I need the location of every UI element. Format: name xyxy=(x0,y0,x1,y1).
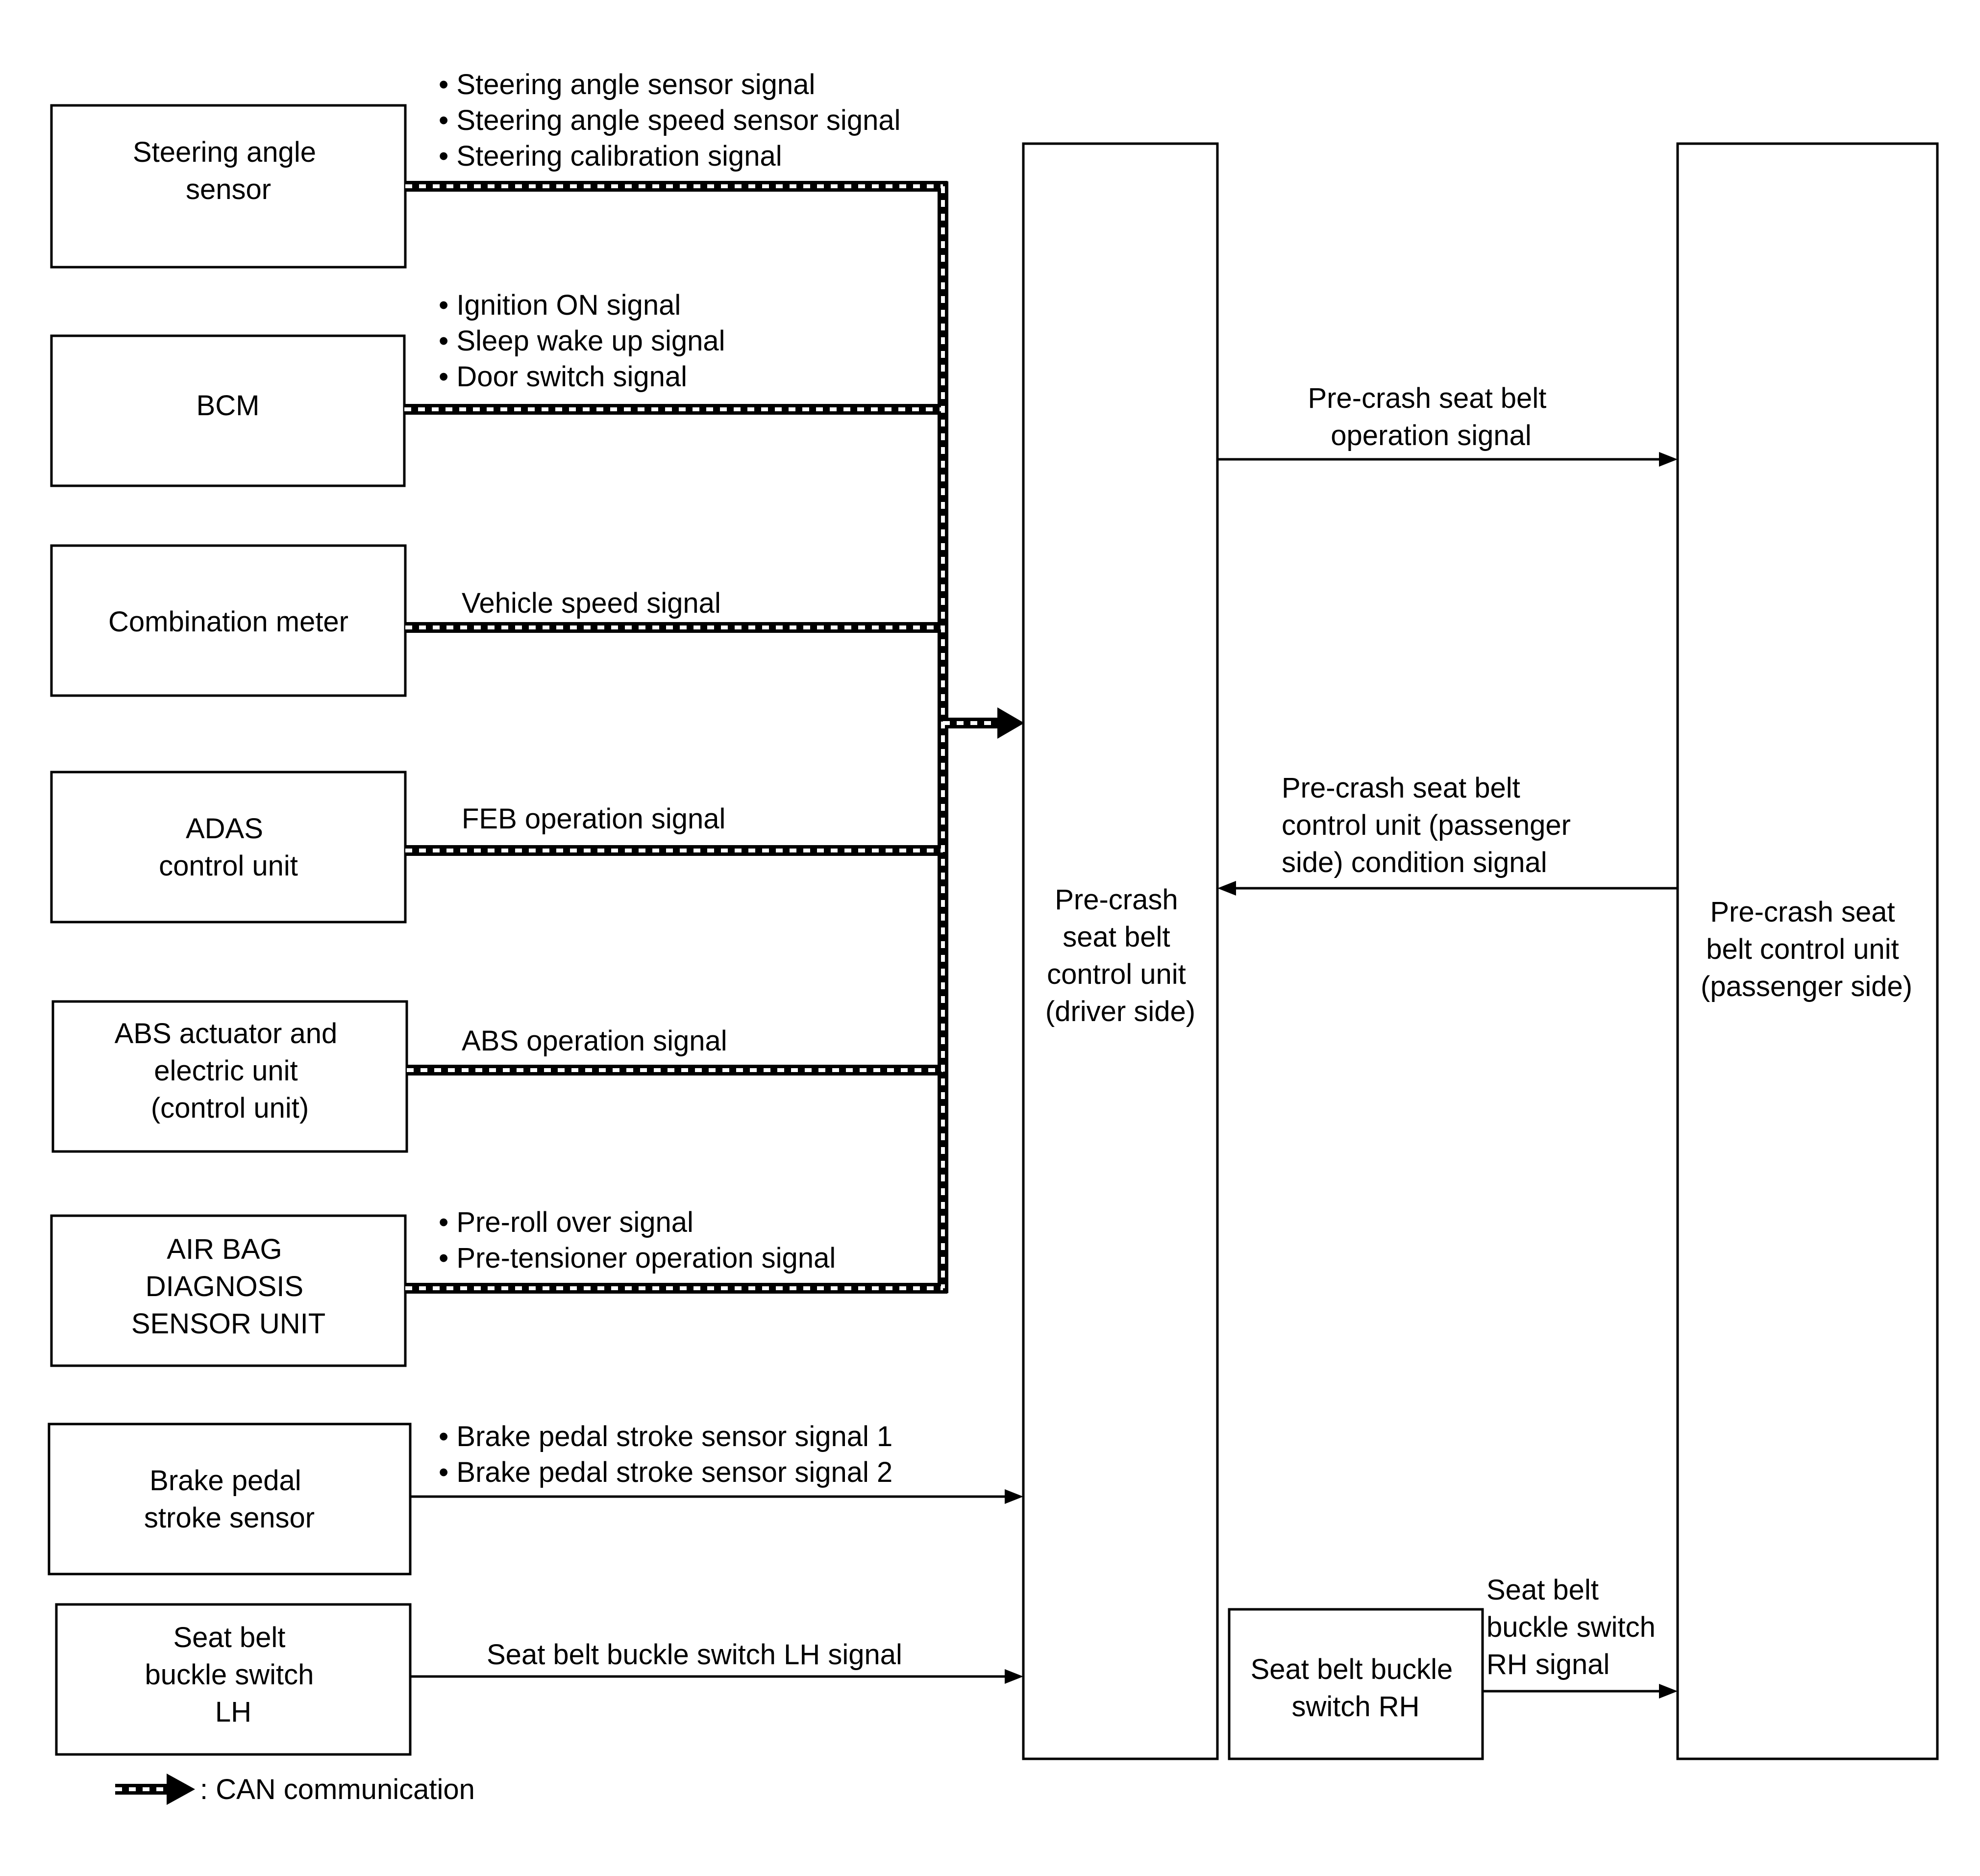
unit-combination-meter: Combination meter xyxy=(50,544,407,697)
unit-seat-belt-buckle-switch-rh: Seat belt buckle switch RH xyxy=(1228,1608,1484,1760)
unit-label: Brake pedal stroke sensor xyxy=(144,1465,315,1534)
unit-abs-actuator: ABS actuator and electric unit (control … xyxy=(51,1000,408,1153)
unit-pre-crash-passenger-side: Pre-crash seat belt control unit (passen… xyxy=(1676,142,1939,1760)
unit-steering-angle-sensor: Steering angle sensor xyxy=(50,104,407,269)
can-arrowhead xyxy=(997,707,1024,739)
unit-label: Pre-crash seat belt control unit (passen… xyxy=(1701,896,1912,1002)
can-bus xyxy=(404,181,1024,1294)
signal-label-vehicle-speed: Vehicle speed signal xyxy=(462,587,721,619)
unit-label: ABS actuator and electric unit (control … xyxy=(115,1018,346,1124)
unit-brake-pedal-stroke-sensor: Brake pedal stroke sensor xyxy=(48,1423,412,1576)
unit-pre-crash-driver-side: Pre-crash seat belt control unit (driver… xyxy=(1022,142,1219,1760)
unit-label: Combination meter xyxy=(108,606,348,638)
unit-air-bag-diagnosis-sensor-unit: AIR BAG DIAGNOSIS SENSOR UNIT xyxy=(50,1214,407,1367)
signal-label-condition: Pre-crash seat belt control unit (passen… xyxy=(1282,772,1579,878)
unit-label: Seat belt buckle switch RH xyxy=(1251,1653,1461,1723)
unit-adas-control-unit: ADAS control unit xyxy=(50,771,407,924)
legend-label: : CAN communication xyxy=(200,1774,475,1805)
signal-label-steering: • Steering angle sensor signal • Steerin… xyxy=(439,69,909,172)
signal-label-operation: Pre-crash seat belt operation signal xyxy=(1308,382,1555,451)
signal-label-bcm: • Ignition ON signal • Sleep wake up sig… xyxy=(439,289,733,393)
signal-label-abs: ABS operation signal xyxy=(462,1025,727,1057)
signal-wires xyxy=(410,452,1678,1699)
unit-label: Steering angle sensor xyxy=(133,136,324,205)
signal-label-airbag: • Pre-roll over signal • Pre-tensioner o… xyxy=(439,1206,836,1274)
signal-label-feb: FEB operation signal xyxy=(462,803,725,835)
unit-bcm: BCM xyxy=(50,334,406,487)
unit-seat-belt-buckle-switch-lh: Seat belt buckle switch LH xyxy=(55,1603,412,1756)
unit-label: Seat belt buckle switch LH xyxy=(145,1622,322,1728)
legend: : CAN communication xyxy=(115,1774,475,1805)
unit-label: ADAS control unit xyxy=(159,813,298,882)
signal-label-lh: Seat belt buckle switch LH signal xyxy=(487,1639,902,1671)
signal-label-rh: Seat belt buckle switch RH signal xyxy=(1486,1574,1663,1680)
unit-label: BCM xyxy=(197,390,260,422)
unit-label: Pre-crash seat belt control unit (driver… xyxy=(1045,884,1195,1027)
signal-label-brake: • Brake pedal stroke sensor signal 1 • B… xyxy=(439,1421,900,1488)
legend-arrow-icon xyxy=(167,1774,195,1805)
unit-label: AIR BAG DIAGNOSIS SENSOR UNIT xyxy=(131,1233,325,1340)
